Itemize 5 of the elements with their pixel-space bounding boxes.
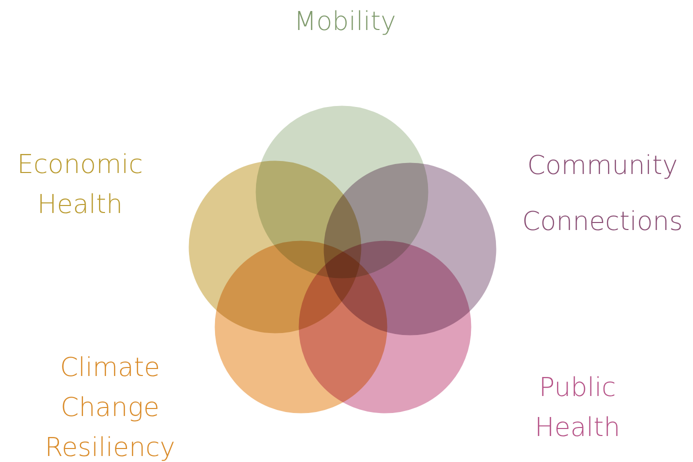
circle-label: Economic Health — [16, 149, 144, 222]
circle-label: Public Health — [534, 372, 622, 445]
circle-label: Community Connections — [521, 150, 684, 239]
circle-label: Mobility — [292, 6, 398, 39]
circle-label: Climate Change Resiliency — [44, 352, 176, 462]
